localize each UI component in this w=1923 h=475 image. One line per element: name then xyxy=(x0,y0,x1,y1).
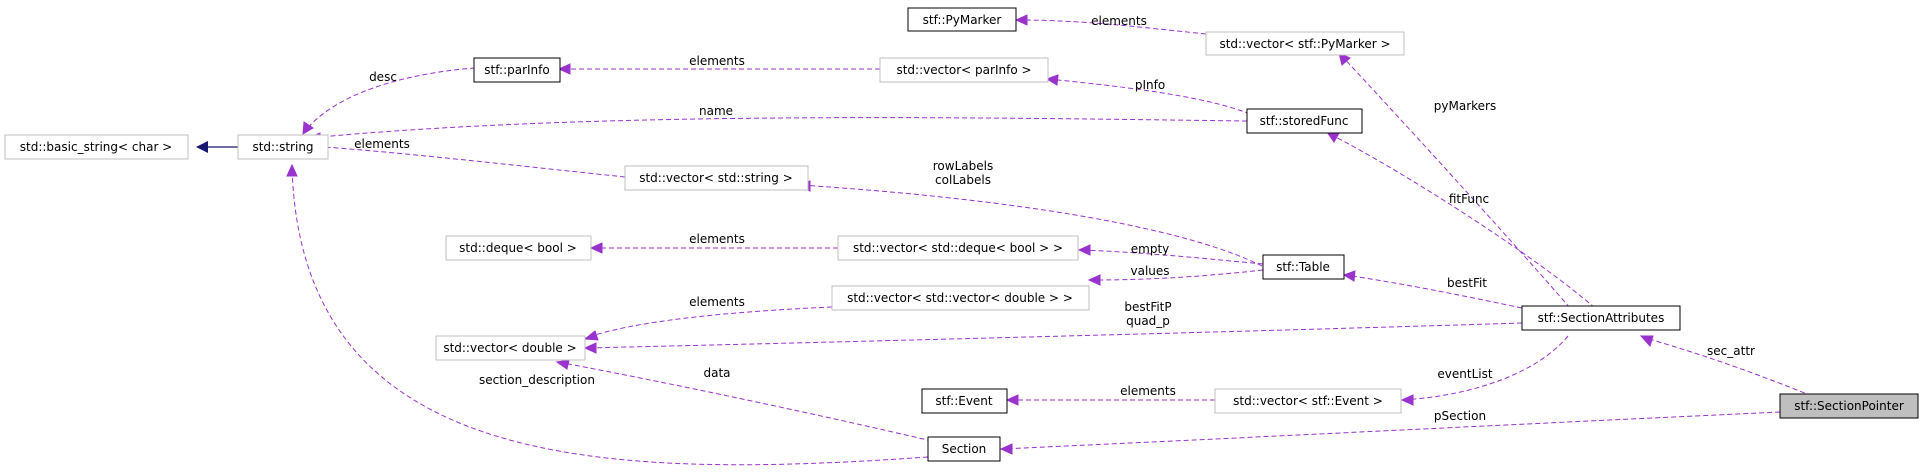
node-par-info-label: stf::parInfo xyxy=(484,63,549,77)
node-string[interactable]: std::string xyxy=(237,134,329,160)
node-section-pointer-label: stf::SectionPointer xyxy=(1794,399,1904,413)
edge-section-to-vec-double xyxy=(557,361,933,442)
arrowhead-vec-double-from-vec-vec xyxy=(583,330,599,341)
arrowhead-deque xyxy=(589,242,603,254)
node-stored-func[interactable]: stf::storedFunc xyxy=(1246,108,1363,134)
label-name: name xyxy=(699,104,733,118)
node-section-label: Section xyxy=(942,442,987,456)
edge-storedfunc-to-string xyxy=(309,117,1248,139)
arrowhead-parinfo xyxy=(557,63,571,75)
node-deque-bool-label: std::deque< bool > xyxy=(459,241,577,255)
label-event-list: eventList xyxy=(1437,367,1492,381)
node-vec-par-info[interactable]: std::vector< parInfo > xyxy=(879,57,1049,83)
node-deque-bool[interactable]: std::deque< bool > xyxy=(445,235,592,261)
node-par-info[interactable]: stf::parInfo xyxy=(473,57,561,83)
edge-vec-string-to-string xyxy=(309,145,626,178)
label-elements-event: elements xyxy=(1120,384,1176,398)
node-table[interactable]: stf::Table xyxy=(1262,254,1345,280)
arrowhead-vec-double-from-section xyxy=(555,359,570,370)
node-vec-deque-bool[interactable]: std::vector< std::deque< bool > > xyxy=(837,235,1079,261)
label-desc: desc xyxy=(369,70,397,84)
node-vec-deque-bool-label: std::vector< std::deque< bool > > xyxy=(853,241,1063,255)
edge-section-attributes-to-vec-pymarker xyxy=(1339,53,1571,309)
node-vec-vec-double-label: std::vector< std::vector< double > > xyxy=(847,291,1073,305)
edge-parinfo-to-string xyxy=(304,67,476,132)
node-py-marker-label: stf::PyMarker xyxy=(923,13,1002,27)
node-string-label: std::string xyxy=(252,140,313,154)
node-py-marker[interactable]: stf::PyMarker xyxy=(907,7,1017,32)
node-vec-par-info-label: std::vector< parInfo > xyxy=(896,63,1031,77)
arrowhead-vec-vec-double xyxy=(1087,274,1101,286)
node-vec-string[interactable]: std::vector< std::string > xyxy=(624,165,809,191)
arrowhead-string-from-section xyxy=(286,163,298,177)
node-basic-string[interactable]: std::basic_string< char > xyxy=(4,134,189,160)
edge-section-attributes-to-vec-double xyxy=(585,322,1523,349)
label-p-section: pSection xyxy=(1434,409,1486,423)
arrowhead-vec-parinfo xyxy=(1045,74,1059,86)
arrowhead-section-attributes xyxy=(1639,335,1654,347)
edge-table-to-vec-deque xyxy=(1079,249,1264,265)
edge-storedfunc-to-vec-parinfo xyxy=(1047,78,1251,115)
edge-section-attributes-to-table xyxy=(1344,274,1523,309)
edge-section-attributes-to-storedfunc xyxy=(1327,132,1596,309)
edge-section-pointer-to-section xyxy=(1001,411,1781,450)
node-vec-event[interactable]: std::vector< stf::Event > xyxy=(1214,388,1402,414)
label-row-labels: rowLabels xyxy=(933,159,993,173)
node-vec-py-marker[interactable]: std::vector< stf::PyMarker > xyxy=(1205,31,1405,56)
node-vec-double-label: std::vector< double > xyxy=(443,341,576,355)
node-vec-py-marker-label: std::vector< stf::PyMarker > xyxy=(1219,37,1390,51)
node-event-label: stf::Event xyxy=(935,394,993,408)
arrowhead-event xyxy=(1005,394,1019,406)
label-sec-attr: sec_attr xyxy=(1707,344,1755,358)
arrowhead-vec-deque xyxy=(1077,244,1091,256)
node-section[interactable]: Section xyxy=(927,436,1001,462)
edge-section-pointer-to-section-attributes xyxy=(1641,336,1813,397)
label-pymarkers: pyMarkers xyxy=(1434,99,1496,113)
node-section-pointer[interactable]: stf::SectionPointer xyxy=(1779,393,1919,419)
node-stored-func-label: stf::storedFunc xyxy=(1260,114,1349,128)
node-section-attributes[interactable]: stf::SectionAttributes xyxy=(1521,305,1681,331)
label-best-fit: bestFit xyxy=(1447,276,1487,290)
label-elements-deque: elements xyxy=(689,232,745,246)
arrowhead-basic-string xyxy=(196,141,208,153)
arrowhead-vec-event xyxy=(1400,394,1414,406)
arrowhead-section xyxy=(999,443,1013,455)
label-col-labels: colLabels xyxy=(935,173,991,187)
edge-vec-pymarker-to-pymarker xyxy=(1016,19,1207,35)
arrowhead-vec-double-from-attrs xyxy=(583,342,597,354)
node-vec-vec-double[interactable]: std::vector< std::vector< double > > xyxy=(831,285,1090,311)
node-vec-double[interactable]: std::vector< double > xyxy=(435,335,586,361)
edge-table-to-vec-string xyxy=(799,184,1263,267)
edge-section-to-string xyxy=(291,165,929,466)
edge-section-attributes-to-vec-event xyxy=(1402,335,1569,401)
label-fit-func: fitFunc xyxy=(1449,192,1489,206)
node-table-label: stf::Table xyxy=(1276,260,1330,274)
node-vec-event-label: std::vector< stf::Event > xyxy=(1233,394,1383,408)
node-section-attributes-label: stf::SectionAttributes xyxy=(1538,311,1665,325)
label-values: values xyxy=(1130,264,1169,278)
node-event[interactable]: stf::Event xyxy=(921,388,1008,414)
edge-table-to-vec-vec-double xyxy=(1089,269,1264,281)
edge-vec-vec-double-to-vec-double xyxy=(585,306,833,339)
label-elements-double: elements xyxy=(689,295,745,309)
label-empty: empty xyxy=(1131,242,1170,256)
node-vec-string-label: std::vector< std::string > xyxy=(639,171,793,185)
label-pinfo: pInfo xyxy=(1135,78,1165,92)
label-data: data xyxy=(703,366,730,380)
label-section-description: section_description xyxy=(479,373,595,387)
label-elements-pymarker: elements xyxy=(1091,14,1147,28)
label-elements-parinfo: elements xyxy=(689,54,745,68)
arrowhead-table xyxy=(1342,270,1356,282)
label-best-fit-p: bestFitP xyxy=(1124,300,1171,314)
node-basic-string-label: std::basic_string< char > xyxy=(20,140,173,154)
arrowhead-string-from-parinfo xyxy=(302,121,314,135)
label-elements-string: elements xyxy=(354,137,410,151)
label-quad-p: quad_p xyxy=(1126,314,1170,328)
arrowhead-pymarker xyxy=(1014,14,1028,26)
